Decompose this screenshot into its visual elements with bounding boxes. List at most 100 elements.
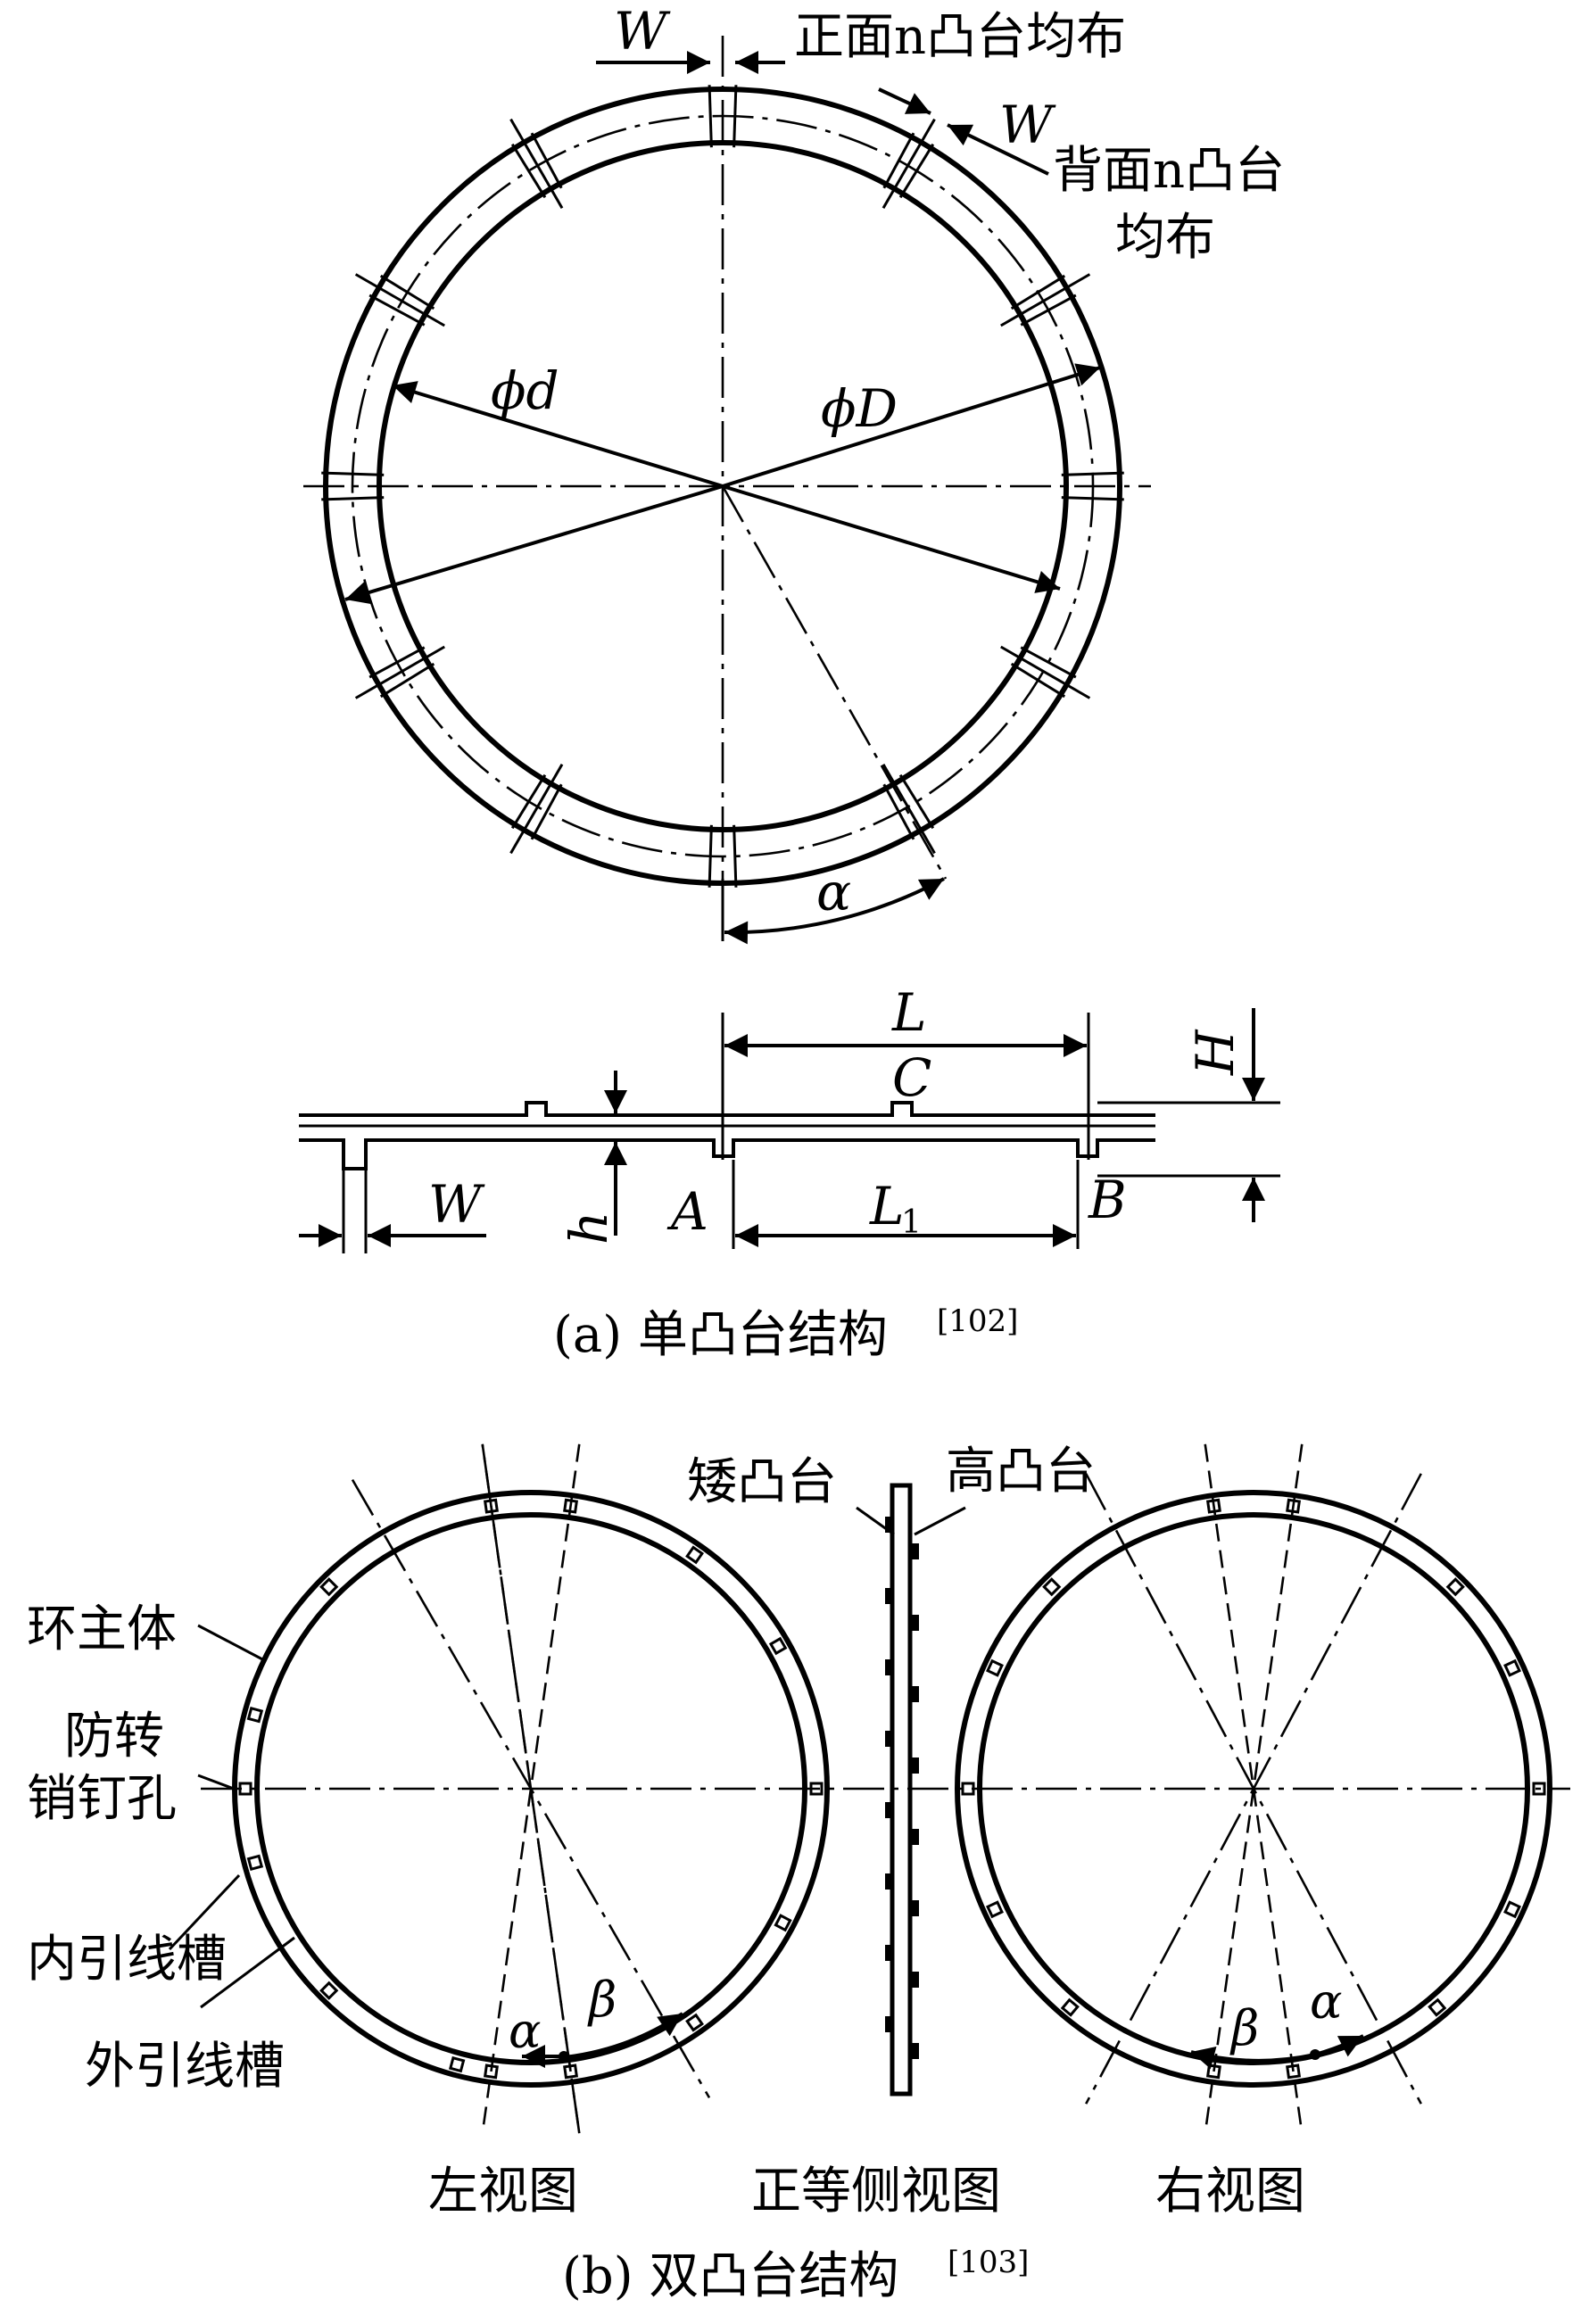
boss-mark-axis: [509, 118, 564, 209]
single-boss-section-view: L C L 1 A B W h H: [299, 982, 1280, 1253]
caption-a: (a) 单凸台结构 [102]: [553, 1303, 1018, 1364]
boss-mark-edge: [1020, 294, 1077, 327]
caption-a-text: (a) 单凸台结构: [553, 1306, 888, 1364]
left-angle-vertex-dot: [559, 2051, 569, 2062]
boss-mark-axis: [354, 645, 445, 699]
left-ring-slot: [319, 1577, 339, 1597]
side-short-boss: [885, 1945, 892, 1961]
right-alpha-label: α: [1310, 1973, 1342, 2030]
boss-marks: [321, 85, 1124, 888]
dim-W-right-2: [947, 123, 1049, 176]
label-ring-body: 环主体: [27, 1600, 177, 1658]
view-iso-label: 正等侧视图: [751, 2163, 1001, 2221]
label-pin-hole-2: 销钉孔: [27, 1770, 177, 1828]
boss-mark-edge: [530, 783, 563, 840]
side-short-boss: [885, 1659, 892, 1675]
leader-ring-body: [197, 1624, 267, 1663]
label-outer-slot: 外引线槽: [85, 2038, 285, 2096]
dim-line-d: [392, 381, 724, 488]
boss-mark-edge: [1061, 496, 1124, 501]
right-ring-slot: [1060, 1997, 1080, 2017]
point-A-label: A: [666, 1181, 708, 1242]
left-beta-label: β: [587, 1972, 617, 2028]
dim-h-label: h: [559, 1212, 619, 1245]
strip-top-outline: [299, 1101, 1155, 1117]
right-beta-label: β: [1229, 2000, 1259, 2056]
strip-bottom-outline: [299, 1138, 1155, 1170]
boss-mark-edge: [530, 132, 563, 189]
right-ring-slot: [1042, 1577, 1062, 1597]
left-ring-slot: [768, 1636, 788, 1656]
dim-L-label: L: [891, 982, 927, 1043]
left-ring-slot: [246, 1854, 264, 1872]
left-ring-slot: [685, 2013, 704, 2032]
side-tall-boss: [910, 1757, 919, 1774]
left-ring-slots: [238, 1498, 824, 2080]
dim-line-d-lower: [344, 484, 724, 604]
boss-mark-edge: [368, 294, 426, 327]
point-C-label: C: [892, 1047, 931, 1108]
boss-mark-edge: [379, 274, 435, 310]
side-short-boss: [885, 2016, 892, 2032]
dim-W-label-top: W: [614, 1, 671, 62]
side-tall-boss: [910, 1543, 919, 1559]
left-ring-slot: [319, 1981, 339, 2000]
left-beta-arc: [564, 2012, 684, 2059]
leader-outer-slot: [200, 1936, 295, 2009]
label-pin-hole-1: 防转: [64, 1708, 164, 1766]
right-ring-slot: [1428, 1997, 1447, 2017]
boss-mark-axis: [1000, 273, 1091, 327]
side-short-boss: [885, 1802, 892, 1818]
dim-D-label: ϕD: [821, 378, 898, 439]
caption-a-ref: [102]: [937, 1303, 1018, 1339]
side-tall-boss: [910, 1972, 919, 1988]
view-right-label: 右视图: [1155, 2163, 1305, 2221]
boss-mark-axis: [1000, 645, 1091, 699]
side-tall-boss: [910, 1686, 919, 1702]
boss-mark-edge: [882, 783, 915, 840]
boss-mark-edge: [510, 773, 547, 830]
boss-mark-edge: [368, 646, 426, 679]
caption-b-ref: [103]: [948, 2245, 1029, 2280]
boss-mark-edge: [898, 773, 935, 830]
right-ring-slot: [1445, 1577, 1465, 1597]
side-tall-boss: [910, 1615, 919, 1631]
left-alpha-label: α: [509, 2003, 541, 2059]
left-ring-slot: [774, 1914, 792, 1932]
boss-mark-edge: [1010, 662, 1066, 699]
right-beta-arc: [1190, 2046, 1316, 2070]
view-left-label: 左视图: [428, 2163, 578, 2221]
label-inner-slot: 内引线槽: [27, 1931, 227, 1989]
dim-H-label: H: [1185, 1029, 1246, 1076]
right-ring-slot: [986, 1658, 1004, 1677]
boss-mark-axis: [882, 764, 936, 855]
boss-mark-edge: [321, 496, 385, 501]
right-ring-slot: [986, 1900, 1004, 1919]
dim-line-D: [722, 363, 1101, 488]
side-tall-boss: [910, 1829, 919, 1845]
caption-b-text: (b) 双凸台结构: [562, 2247, 898, 2305]
double-boss-structure: α β 左视图 矮凸台 高凸台 正等侧视图 β α 右视图: [27, 1443, 1570, 2221]
dim-alpha-label: α: [816, 862, 851, 922]
left-view: α β 左视图: [232, 1443, 830, 2221]
side-tall-boss: [910, 1900, 919, 1916]
side-short-boss: [885, 1517, 892, 1533]
dim-W-label-right: W: [999, 95, 1056, 155]
boss-mark-edge: [1020, 646, 1077, 679]
boss-mark-edge: [379, 662, 435, 699]
boss-mark-edge: [321, 471, 385, 476]
alpha-arc: [724, 877, 945, 945]
boss-mark-axis: [882, 118, 936, 209]
label-short-boss: 矮凸台: [687, 1453, 837, 1511]
iso-side-view: 矮凸台 高凸台 正等侧视图: [687, 1443, 1096, 2221]
dim-line-D-lower: [722, 484, 1061, 593]
dim-W-bottom-label: W: [428, 1174, 485, 1235]
dim-d-label: ϕd: [491, 360, 559, 421]
right-angle-vertex-dot: [1310, 2049, 1320, 2060]
left-ring-slot: [448, 2055, 466, 2073]
alpha-center-line: [721, 485, 948, 880]
right-ring-slot: [1503, 1658, 1521, 1677]
boss-mark-axis: [354, 273, 445, 327]
right-view: β α 右视图: [955, 1443, 1552, 2221]
